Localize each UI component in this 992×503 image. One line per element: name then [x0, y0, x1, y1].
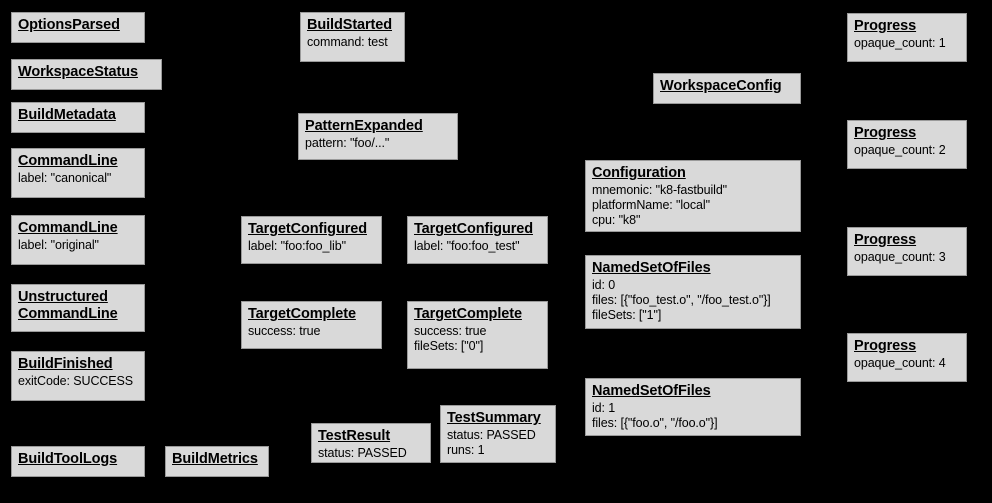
event-node-target-complete-lib[interactable]: TargetComplete success: true: [241, 301, 382, 349]
event-node-target-configured-foo-lib[interactable]: TargetConfigured label: "foo:foo_lib": [241, 216, 382, 264]
event-node-test-result[interactable]: TestResult status: PASSED: [311, 423, 431, 463]
event-node-field: runs: 1: [447, 442, 485, 457]
event-node-title: TargetComplete: [248, 306, 356, 322]
event-node-field: status: PASSED: [447, 428, 536, 443]
event-node-configuration[interactable]: Configuration mnemonic: "k8-fastbuild"pla…: [585, 160, 801, 232]
event-node-fields: opaque_count: 2: [854, 143, 960, 158]
event-node-fields: label: "foo:foo_test": [414, 239, 541, 254]
event-node-unstructured-command-line[interactable]: Unstructured CommandLine: [11, 284, 145, 332]
event-node-build-started[interactable]: BuildStarted command: test: [300, 12, 405, 62]
event-node-title: Unstructured CommandLine: [18, 289, 118, 323]
event-node-fields: opaque_count: 1: [854, 36, 960, 51]
event-node-field: fileSets: ["1"]: [592, 307, 662, 322]
event-node-progress-1[interactable]: Progress opaque_count: 1: [847, 13, 967, 62]
event-node-title: NamedSetOfFiles: [592, 383, 711, 399]
event-node-fields: success: true: [248, 324, 375, 339]
event-node-title: OptionsParsed: [18, 17, 120, 33]
event-node-title: TestResult: [318, 428, 391, 444]
event-node-pattern-expanded[interactable]: PatternExpanded pattern: "foo/...": [298, 113, 458, 160]
event-node-field: id: 0: [592, 278, 616, 293]
event-node-field: opaque_count: 4: [854, 356, 946, 371]
event-node-title: TargetComplete: [414, 306, 522, 322]
event-node-build-tool-logs[interactable]: BuildToolLogs: [11, 446, 145, 477]
event-node-field: exitCode: SUCCESS: [18, 374, 134, 389]
event-node-progress-3[interactable]: Progress opaque_count: 3: [847, 227, 967, 276]
event-node-title: WorkspaceConfig: [660, 78, 782, 94]
event-node-title: TargetConfigured: [248, 221, 367, 237]
event-node-title: BuildMetrics: [172, 451, 258, 467]
event-node-title: BuildStarted: [307, 17, 393, 33]
event-node-field: label: "foo:foo_lib": [248, 239, 346, 254]
event-node-title: WorkspaceStatus: [18, 64, 138, 80]
event-node-title: CommandLine: [18, 220, 118, 236]
event-node-field: label: "foo:foo_test": [414, 239, 520, 254]
event-node-command-line-original[interactable]: CommandLine label: "original": [11, 215, 145, 265]
event-node-field: files: [{"foo_test.o", "/foo_test.o"}]: [592, 292, 771, 307]
event-node-title: Progress: [854, 125, 917, 141]
event-node-title: TestSummary: [447, 410, 541, 426]
event-node-fields: status: PASSED: [318, 446, 424, 461]
event-node-progress-4[interactable]: Progress opaque_count: 4: [847, 333, 967, 382]
event-node-fields: label: "foo:foo_lib": [248, 239, 375, 254]
event-node-fields: command: test: [307, 35, 398, 50]
event-node-field: fileSets: ["0"]: [414, 338, 484, 353]
event-node-title: BuildToolLogs: [18, 451, 118, 467]
event-node-fields: opaque_count: 4: [854, 356, 960, 371]
event-node-field: pattern: "foo/...": [305, 136, 390, 151]
event-node-title: TargetConfigured: [414, 221, 533, 237]
event-node-field: opaque_count: 3: [854, 250, 946, 265]
event-node-field: label: "original": [18, 238, 99, 253]
event-node-field: success: true: [414, 324, 487, 339]
event-node-title: BuildFinished: [18, 356, 113, 372]
event-node-build-metrics[interactable]: BuildMetrics: [165, 446, 269, 477]
event-node-field: platformName: "local": [592, 197, 710, 212]
event-node-field: files: [{"foo.o", "/foo.o"}]: [592, 415, 718, 430]
event-node-command-line-canonical[interactable]: CommandLine label: "canonical": [11, 148, 145, 198]
event-node-title: Progress: [854, 338, 917, 354]
event-node-field: cpu: "k8": [592, 212, 641, 227]
event-node-title: CommandLine: [18, 153, 118, 169]
event-node-title: NamedSetOfFiles: [592, 260, 711, 276]
event-node-field: success: true: [248, 324, 321, 339]
event-node-fields: label: "canonical": [18, 171, 138, 186]
event-node-fields: pattern: "foo/...": [305, 136, 451, 151]
event-node-field: opaque_count: 1: [854, 36, 946, 51]
event-node-title: BuildMetadata: [18, 107, 116, 123]
event-node-field: mnemonic: "k8-fastbuild": [592, 183, 728, 198]
event-node-field: id: 1: [592, 401, 616, 416]
event-node-fields: opaque_count: 3: [854, 250, 960, 265]
event-node-title: Progress: [854, 18, 917, 34]
event-node-options-parsed[interactable]: OptionsParsed: [11, 12, 145, 43]
event-node-workspace-status[interactable]: WorkspaceStatus: [11, 59, 162, 90]
event-node-fields: label: "original": [18, 238, 138, 253]
event-node-field: label: "canonical": [18, 171, 112, 186]
event-node-title: Progress: [854, 232, 917, 248]
event-node-title: PatternExpanded: [305, 118, 423, 134]
event-node-progress-2[interactable]: Progress opaque_count: 2: [847, 120, 967, 169]
event-node-target-configured-foo-test[interactable]: TargetConfigured label: "foo:foo_test": [407, 216, 548, 264]
event-node-title: Configuration: [592, 165, 686, 181]
event-node-fields: exitCode: SUCCESS: [18, 374, 138, 389]
event-node-field: status: PASSED: [318, 446, 407, 461]
event-node-workspace-config[interactable]: WorkspaceConfig: [653, 73, 801, 104]
event-node-build-finished[interactable]: BuildFinished exitCode: SUCCESS: [11, 351, 145, 401]
event-node-field: opaque_count: 2: [854, 143, 946, 158]
event-node-build-metadata[interactable]: BuildMetadata: [11, 102, 145, 133]
event-node-field: command: test: [307, 35, 388, 50]
event-node-fields: mnemonic: "k8-fastbuild"platformName: "l…: [592, 183, 794, 227]
